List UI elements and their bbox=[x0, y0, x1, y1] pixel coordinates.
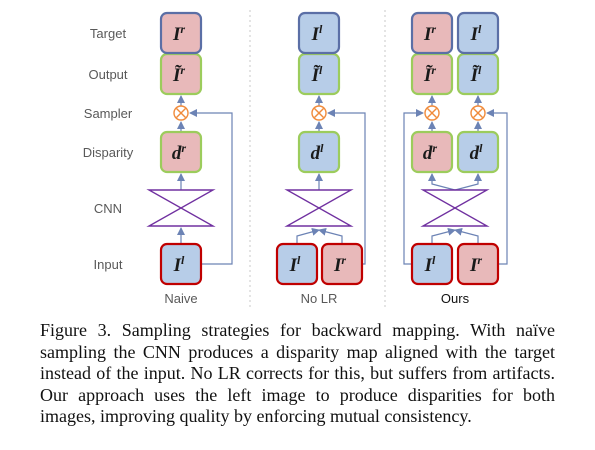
column-label-2: Ours bbox=[441, 291, 470, 306]
disparity-col-2-1-box-frame bbox=[456, 130, 500, 174]
arrow-input-cnn bbox=[318, 227, 343, 244]
target-col-2-1-box-frame bbox=[456, 11, 500, 55]
figure-caption: Figure 3. Sampling strategies for backwa… bbox=[40, 320, 555, 426]
target-col-1-0-box-frame bbox=[297, 11, 341, 55]
row-label-disparity: Disparity bbox=[83, 145, 134, 160]
input-col-2-0-superscript: l bbox=[432, 253, 436, 267]
sampler-icon-col-2-0 bbox=[424, 105, 440, 121]
sampler-icon-col-0-0-cross-b bbox=[176, 108, 186, 118]
input-col-2-0-box: Il bbox=[410, 242, 454, 286]
output-col-2-0-superscript: r bbox=[431, 63, 436, 77]
input-col-0-0-box: Il bbox=[159, 242, 203, 286]
sampler-icon-col-1-0-cross-b bbox=[314, 108, 324, 118]
disparity-col-1-0-box: dl bbox=[297, 130, 341, 174]
output-col-1-0-superscript: l bbox=[319, 63, 323, 77]
input-col-1-1-box: Ir bbox=[320, 242, 364, 286]
column-labels: Naive No LR Ours bbox=[164, 291, 469, 306]
input-col-1-1-superscript: r bbox=[341, 253, 346, 267]
arrow-cnn-disparity bbox=[454, 173, 482, 191]
row-label-target: Target bbox=[90, 26, 127, 41]
cnn-col-0 bbox=[146, 189, 216, 227]
column-label-0: Naive bbox=[164, 291, 197, 306]
target-col-0-0-superscript: r bbox=[180, 22, 185, 36]
disparity-col-0-0-box-frame bbox=[159, 130, 203, 174]
output-col-2-1-box: Ĩl bbox=[456, 52, 500, 96]
disparity-col-1-0-superscript: l bbox=[320, 141, 324, 155]
target-col-2-0-box: Ir bbox=[410, 11, 454, 55]
disparity-col-2-1-superscript: l bbox=[479, 141, 483, 155]
input-col-2-0-box-frame bbox=[410, 242, 454, 286]
disparity-col-0-0-superscript: r bbox=[181, 141, 186, 155]
arrow-feedback bbox=[189, 109, 233, 265]
cnn-col-2-shape bbox=[420, 189, 490, 227]
disparity-col-1-0-box-frame bbox=[297, 130, 341, 174]
disparity-col-2-1-box: dl bbox=[456, 130, 500, 174]
arrow-input-cnn bbox=[454, 227, 479, 244]
target-col-2-0-box-frame bbox=[410, 11, 454, 55]
output-col-2-1-superscript: l bbox=[478, 63, 482, 77]
disparity-col-0-0-box: dr bbox=[159, 130, 203, 174]
input-col-0-0-superscript: l bbox=[181, 253, 185, 267]
input-col-1-0-box: Il bbox=[275, 242, 319, 286]
arrow-input-cnn bbox=[431, 227, 456, 244]
target-col-1-0-box: Il bbox=[297, 11, 341, 55]
arrow-input-cnn bbox=[296, 227, 320, 244]
cnn-col-0-shape bbox=[146, 189, 216, 227]
target-col-0-0-box: Ir bbox=[159, 11, 203, 55]
target-col-1-0-superscript: l bbox=[319, 22, 323, 36]
sampler-icon-col-2-1 bbox=[470, 105, 486, 121]
output-col-0-0-superscript: r bbox=[180, 63, 185, 77]
column-label-1: No LR bbox=[301, 291, 338, 306]
row-label-input: Input bbox=[94, 257, 123, 272]
cnn-col-1-shape bbox=[284, 189, 354, 227]
target-col-2-1-box: Il bbox=[456, 11, 500, 55]
row-label-output: Output bbox=[88, 67, 127, 82]
input-col-2-1-box: Ir bbox=[456, 242, 500, 286]
sampler-icon-col-2-0-cross-b bbox=[427, 108, 437, 118]
arrow-feedback-left bbox=[403, 109, 424, 265]
target-col-2-1-superscript: l bbox=[478, 22, 482, 36]
disparity-col-2-0-superscript: r bbox=[432, 141, 437, 155]
input-col-1-0-superscript: l bbox=[297, 253, 301, 267]
input-col-1-0-box-frame bbox=[275, 242, 319, 286]
output-col-2-0-box: Ĩr bbox=[410, 52, 454, 96]
cnn-col-1 bbox=[284, 189, 354, 227]
input-col-0-0-box-frame bbox=[159, 242, 203, 286]
sampler-icon-col-1-0 bbox=[311, 105, 327, 121]
disparity-col-2-0-box-frame bbox=[410, 130, 454, 174]
cnn-col-2 bbox=[420, 189, 490, 227]
sampler-icon-col-2-1-cross-b bbox=[473, 108, 483, 118]
output-col-0-0-box: Ĩr bbox=[159, 52, 203, 96]
input-col-2-1-box-frame bbox=[456, 242, 500, 286]
arrow-feedback bbox=[327, 109, 366, 265]
target-col-0-0-box-frame bbox=[159, 11, 203, 55]
input-col-2-1-superscript: r bbox=[477, 253, 482, 267]
row-label-cnn: CNN bbox=[94, 201, 122, 216]
connectors bbox=[177, 10, 508, 308]
input-col-1-1-box-frame bbox=[320, 242, 364, 286]
target-col-2-0-superscript: r bbox=[431, 22, 436, 36]
arrow-feedback-right bbox=[486, 109, 508, 265]
sampler-icon-col-0-0 bbox=[173, 105, 189, 121]
arrow-cnn-disparity bbox=[428, 173, 456, 191]
disparity-col-2-0-box: dr bbox=[410, 130, 454, 174]
output-col-1-0-box: Ĩl bbox=[297, 52, 341, 96]
row-label-sampler: Sampler bbox=[84, 106, 133, 121]
